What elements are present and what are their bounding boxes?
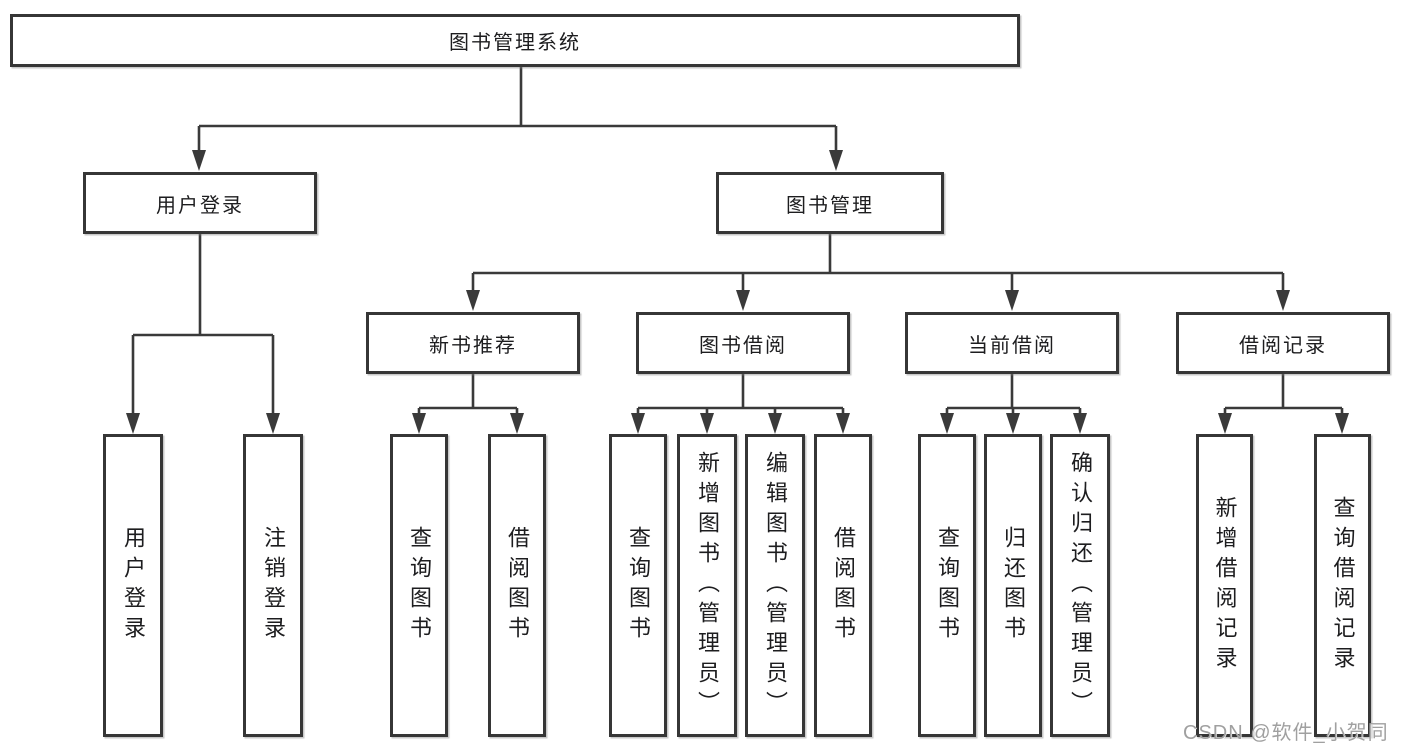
leaf-query-books-borrow: 查询图书 bbox=[609, 434, 667, 737]
arrowheads bbox=[126, 150, 1349, 434]
node-new-book-recommendation: 新书推荐 bbox=[366, 312, 580, 374]
node-library-management-system: 图书管理系统 bbox=[10, 14, 1020, 67]
leaf-query-books-current: 查询图书 bbox=[918, 434, 976, 737]
node-book-management: 图书管理 bbox=[716, 172, 944, 234]
node-borrowing-records: 借阅记录 bbox=[1176, 312, 1390, 374]
leaf-logout: 注销登录 bbox=[243, 434, 303, 737]
leaf-user-login: 用户登录 bbox=[103, 434, 163, 737]
leaf-query-borrow-record: 查询借阅记录 bbox=[1314, 434, 1371, 737]
leaf-confirm-return-admin: 确认归还（管理员） bbox=[1050, 434, 1110, 737]
leaf-edit-book-admin: 编辑图书（管理员） bbox=[745, 434, 805, 737]
leaf-add-book-admin: 新增图书（管理员） bbox=[677, 434, 737, 737]
leaf-query-books-recommend: 查询图书 bbox=[390, 434, 448, 737]
leaf-return-books: 归还图书 bbox=[984, 434, 1042, 737]
leaf-add-borrow-record: 新增借阅记录 bbox=[1196, 434, 1253, 737]
csdn-watermark: CSDN @软件_小贺同学 bbox=[1183, 722, 1389, 744]
node-book-borrowing: 图书借阅 bbox=[636, 312, 850, 374]
leaf-borrow-books-recommend: 借阅图书 bbox=[488, 434, 546, 737]
leaf-borrow-books: 借阅图书 bbox=[814, 434, 872, 737]
node-current-borrowing: 当前借阅 bbox=[905, 312, 1119, 374]
node-user-login: 用户登录 bbox=[83, 172, 317, 234]
